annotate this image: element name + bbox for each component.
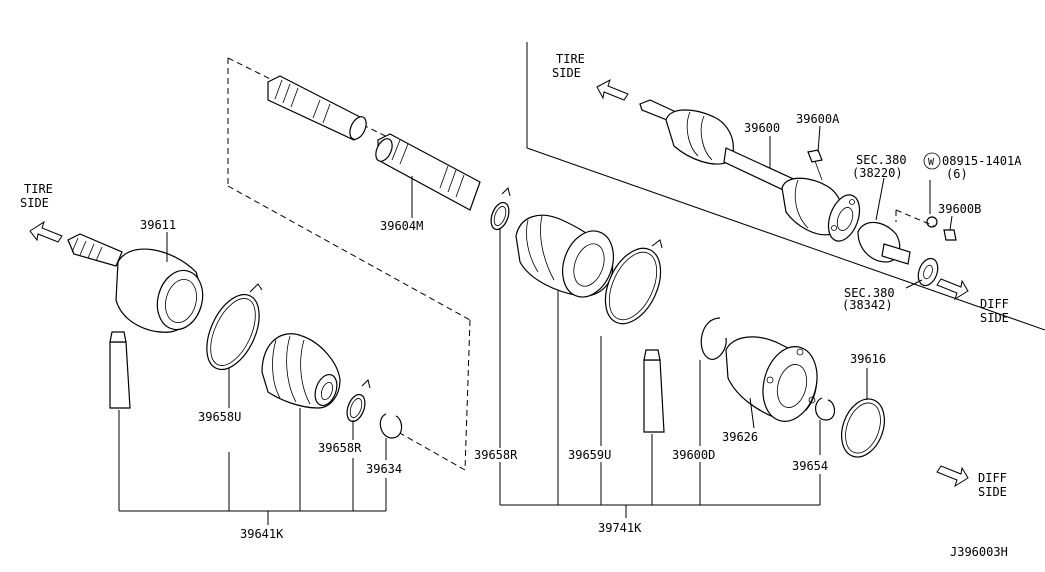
part-39626-housing [725,336,818,422]
callout-sec380-a: SEC.380 [856,153,907,167]
part-39658R-small-band-right [490,187,511,231]
callout-39600A: 39600A [796,112,840,126]
callout-bolt-code: 08915-1401A [942,154,1022,168]
part-39658U-band [206,283,263,371]
part-39611-outer-joint [67,233,204,333]
callout-39604M: 39604M [380,219,423,233]
diff-side-label-lower-line1: DIFF [978,471,1007,485]
part-39604M-inner-shaft [267,75,481,211]
seal-sec380-38342 [917,257,939,287]
callout-39658U: 39658U [198,410,241,424]
washer-symbol-circle [923,152,941,170]
tire-side-label-right-line1: TIRE [556,52,585,66]
callout-39600D: 39600D [672,448,715,462]
diff-side-arrow-lower [936,465,969,488]
tire-side-arrow-right [596,78,629,101]
callout-39626: 39626 [722,430,758,444]
tire-side-label-right-line2: SIDE [552,66,581,80]
inset-dashed-guides [895,209,935,227]
leader-lines [118,125,953,525]
callout-39600: 39600 [744,121,780,135]
part-39659U-band [604,239,663,325]
callout-39641K: 39641K [240,527,284,541]
washer-symbol: W [928,157,935,168]
callout-39658R-right: 39658R [474,448,518,462]
callout-39659U: 39659U [568,448,611,462]
callout-39616: 39616 [850,352,886,366]
diagram-id: J396003H [950,545,1008,559]
part-39600B-nut [926,216,957,241]
part-39634-circlip [379,413,403,439]
callout-sec380-b: SEC.380 [844,286,895,300]
part-39600A-bolt [807,149,823,181]
tire-side-label-left-line1: TIRE [24,182,53,196]
part-39654-circlip [815,397,836,421]
callout-sec380-a-ref: (38220) [852,166,903,180]
diff-side-label-upper-line2: SIDE [980,311,1009,325]
tire-side-arrow-left [29,220,63,243]
grease-tube-right [643,349,665,433]
flange-sec380-38220 [857,221,911,265]
part-boot-outer [261,333,341,409]
diff-side-arrow-upper [936,278,969,301]
callout-39634: 39634 [366,462,402,476]
grease-tube-left [109,331,131,409]
callout-39654: 39654 [792,459,828,473]
diff-side-label-upper-line1: DIFF [980,297,1009,311]
inset-frame [526,42,1045,331]
diff-side-label-lower-line2: SIDE [978,485,1007,499]
part-boot-inner [515,214,614,298]
part-39658R-small-band-left [346,379,371,423]
callout-sec380-b-ref: (38342) [842,298,893,312]
part-39616-seal [840,398,886,458]
callout-39611: 39611 [140,218,176,232]
tire-side-label-left-line2: SIDE [20,196,49,210]
callout-39741K: 39741K [598,521,642,535]
shaft-assembly-39600 [639,99,861,242]
callout-bolt-qty: (6) [946,167,968,181]
part-39600D-snap-ring [700,317,727,360]
callout-39600B: 39600B [938,202,981,216]
callout-39658R-left: 39658R [318,441,362,455]
